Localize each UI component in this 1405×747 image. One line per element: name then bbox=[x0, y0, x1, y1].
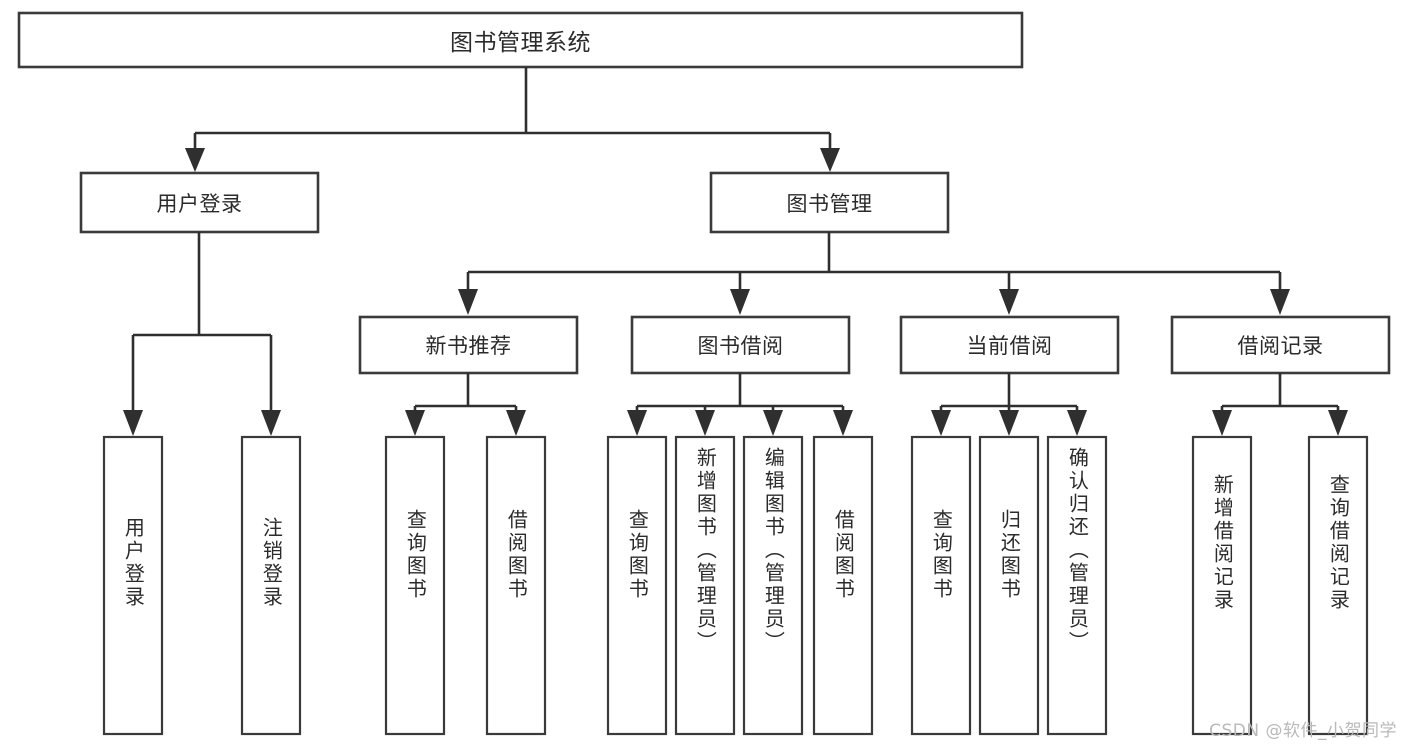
leaf-box-nbr-borrow-book[interactable] bbox=[485, 435, 547, 736]
node-book-manage-box[interactable] bbox=[709, 171, 950, 234]
arrow-head-book-borrow bbox=[730, 289, 750, 315]
arrow-head-cb-leaf-3 bbox=[1067, 410, 1087, 436]
arrow-head-bb-leaf-2 bbox=[695, 410, 715, 436]
arrow-head-leaf-logout bbox=[261, 410, 281, 436]
csdn-watermark: CSDN @软件_小贺同学 bbox=[1209, 721, 1397, 741]
arrow-head-leaf-user-login bbox=[123, 410, 143, 436]
leaf-box-bb-add-book[interactable] bbox=[674, 435, 736, 736]
arrow-head-new-book-recommend bbox=[458, 289, 478, 315]
leaf-box-bb-query-book[interactable] bbox=[606, 435, 668, 736]
leaf-box-bb-borrow-book[interactable] bbox=[812, 435, 874, 736]
leaf-box-logout[interactable] bbox=[240, 435, 302, 736]
leaf-box-br-add-record[interactable] bbox=[1191, 435, 1253, 736]
arrow-head-bb-leaf-3 bbox=[763, 410, 783, 436]
leaf-box-nbr-query-book[interactable] bbox=[384, 435, 446, 736]
node-borrow-record-box[interactable] bbox=[1170, 315, 1391, 375]
arrow-head-nbr-leaf-1 bbox=[405, 410, 425, 436]
node-new-book-recommend-box[interactable] bbox=[358, 315, 579, 375]
leaf-box-bb-edit-book[interactable] bbox=[742, 435, 804, 736]
arrow-head-borrow-record bbox=[1270, 289, 1290, 315]
node-book-borrow-box[interactable] bbox=[630, 315, 851, 375]
arrow-head-br-leaf-2 bbox=[1328, 410, 1348, 436]
arrow-head-book-manage bbox=[820, 148, 840, 172]
arrow-head-cb-leaf-2 bbox=[999, 410, 1019, 436]
arrow-head-user-login bbox=[185, 148, 205, 172]
node-user-login-box[interactable] bbox=[79, 171, 320, 234]
leaf-box-cb-query-book[interactable] bbox=[910, 435, 972, 736]
arrow-head-nbr-leaf-2 bbox=[506, 410, 526, 436]
arrow-head-bb-leaf-1 bbox=[627, 410, 647, 436]
leaf-box-user-login[interactable] bbox=[102, 435, 164, 736]
node-root-box[interactable] bbox=[17, 11, 1024, 69]
leaf-box-cb-return-book[interactable] bbox=[978, 435, 1040, 736]
node-current-borrow-box[interactable] bbox=[899, 315, 1120, 375]
leaf-box-br-query-record[interactable] bbox=[1307, 435, 1369, 736]
arrow-head-br-leaf-1 bbox=[1212, 410, 1232, 436]
leaf-box-cb-confirm-return[interactable] bbox=[1046, 435, 1108, 736]
arrow-head-current-borrow bbox=[999, 289, 1019, 315]
arrow-head-bb-leaf-4 bbox=[833, 410, 853, 436]
arrow-head-cb-leaf-1 bbox=[931, 410, 951, 436]
